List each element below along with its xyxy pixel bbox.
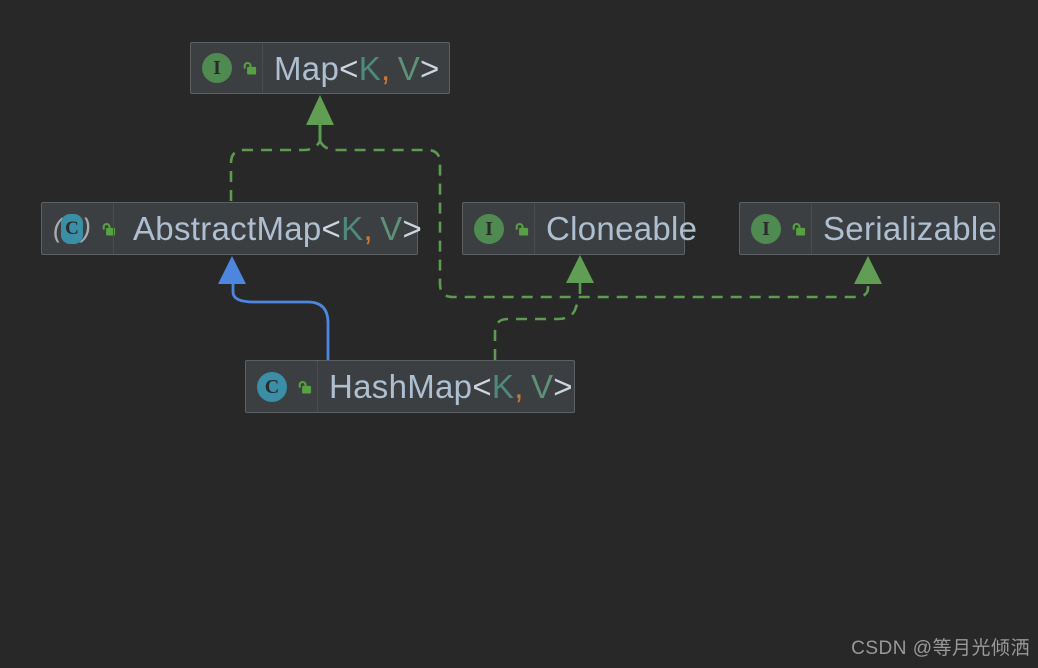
node-label: HashMap<K,V>	[329, 368, 573, 405]
class-node-map[interactable]: I Map<K,V>	[190, 42, 450, 94]
arrowhead-serializable	[854, 256, 882, 284]
public-unlocked-icon	[296, 379, 313, 395]
interface-icon: I	[202, 53, 232, 83]
class-icon: C	[257, 371, 287, 402]
public-unlocked-icon	[513, 221, 530, 237]
arrowhead-cloneable	[566, 255, 594, 283]
class-node-cloneable[interactable]: I Cloneable	[462, 202, 697, 255]
public-unlocked-icon	[100, 221, 117, 237]
csdn-watermark: CSDN @等月光倾洒	[851, 638, 1030, 659]
class-node-abstractmap[interactable]: (C) AbstractMap<K,V>	[41, 202, 422, 255]
abstract-class-icon: (C)	[53, 213, 91, 244]
arrowhead-abstractmap	[218, 256, 246, 284]
node-label: Cloneable	[546, 210, 698, 247]
arrowhead-map	[306, 95, 334, 125]
edge-hashmap-implements-cloneable	[493, 296, 582, 360]
edge-abstractmap-implements-map	[229, 140, 322, 201]
node-label: AbstractMap<K,V>	[133, 210, 423, 247]
node-label: Serializable	[823, 210, 998, 247]
public-unlocked-icon	[790, 221, 807, 237]
edge-hashmap-extends-abstractmap	[231, 283, 330, 360]
public-unlocked-icon	[241, 60, 258, 76]
node-label: Map<K,V>	[274, 49, 440, 87]
interface-icon: I	[751, 213, 781, 244]
interface-icon: I	[474, 213, 504, 244]
class-node-hashmap[interactable]: C HashMap<K,V>	[245, 360, 575, 413]
class-node-serializable[interactable]: I Serializable	[739, 202, 1000, 255]
